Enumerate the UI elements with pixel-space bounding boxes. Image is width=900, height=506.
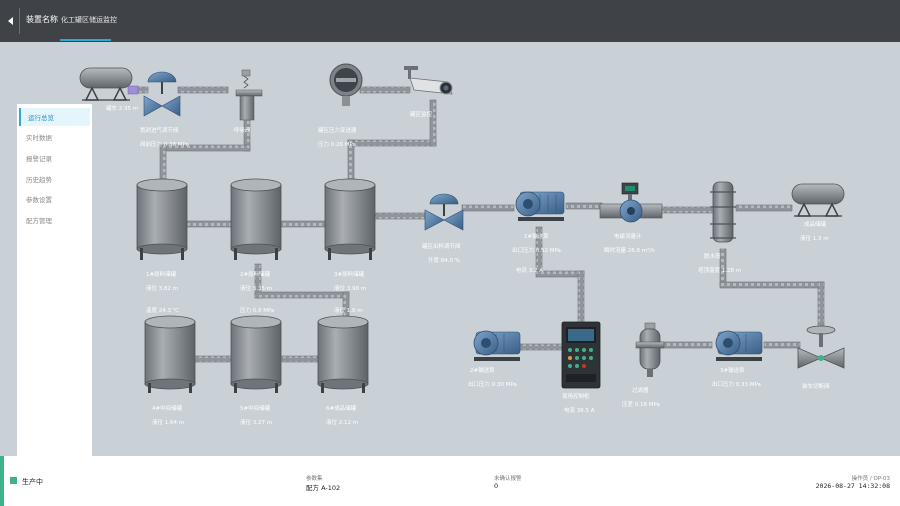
header-bar: 装置名称 化工罐区储运监控 bbox=[0, 0, 900, 42]
pump-2[interactable] bbox=[473, 330, 521, 361]
tank2-name: 2#原料储罐 bbox=[240, 272, 271, 278]
tank-3[interactable] bbox=[324, 178, 376, 260]
tank3-value: 液位 3.98 m bbox=[334, 286, 367, 292]
breather-name: 呼吸阀 bbox=[234, 128, 251, 134]
valve2-value: 开度 84.0 % bbox=[428, 258, 460, 264]
sidebar-item-alarms[interactable]: 报警记录 bbox=[26, 155, 52, 163]
sidebar-item-trends[interactable]: 历史趋势 bbox=[26, 176, 52, 184]
pump3-value: 出口压力 0.33 MPa bbox=[712, 382, 761, 388]
tank6-name: 6#成品储罐 bbox=[326, 406, 357, 412]
tank2-value: 液位 3.35 m bbox=[240, 286, 273, 292]
pressure-meter[interactable] bbox=[329, 63, 363, 106]
recipe-value: 配方 A-102 bbox=[306, 484, 341, 492]
mid-reading-1: 温度 24.3 ℃ bbox=[146, 308, 179, 314]
flowmeter-name: 电磁流量计 bbox=[614, 234, 642, 240]
recipe-label: 参数集 bbox=[306, 476, 323, 482]
back-button[interactable] bbox=[0, 0, 20, 42]
status-accent bbox=[0, 456, 4, 506]
tank-2[interactable] bbox=[230, 178, 282, 260]
pump-1[interactable] bbox=[515, 191, 565, 221]
panel-name: 现场控制柜 bbox=[562, 394, 590, 400]
device-value[interactable]: 化工罐区储运监控 bbox=[61, 16, 117, 24]
product-tank[interactable] bbox=[791, 183, 845, 217]
filter[interactable] bbox=[635, 322, 665, 377]
flowmeter[interactable] bbox=[599, 182, 663, 223]
device-label: 装置名称 bbox=[26, 15, 58, 24]
inlet-valve-name: 氮封进气调节阀 bbox=[140, 128, 179, 134]
operator-info: 操作员 / OP-03 bbox=[851, 476, 890, 482]
tank4-value: 液位 1.64 m bbox=[152, 420, 185, 426]
meter-value: 压力 0.26 MPa bbox=[318, 142, 356, 148]
tank3-name: 3#原料储罐 bbox=[334, 272, 365, 278]
filter-value: 压差 0.18 MPa bbox=[622, 402, 660, 408]
clock: 2026-08-27 14:32:08 bbox=[815, 482, 890, 490]
tank-5[interactable] bbox=[230, 315, 282, 393]
meter-name: 罐区压力变送器 bbox=[318, 128, 357, 134]
inlet-valve[interactable] bbox=[143, 71, 181, 117]
sidebar-item-overview[interactable]: 运行总览 bbox=[19, 108, 90, 126]
mid-reading-3: 液位 1.8 m bbox=[334, 308, 363, 314]
outlet-valve[interactable] bbox=[424, 193, 464, 231]
column-name: 脱水塔 bbox=[704, 254, 721, 260]
production-status: 生产中 bbox=[22, 478, 43, 486]
product-tank-value: 液位 1.3 m bbox=[800, 236, 829, 242]
tank1-name: 1#原料储罐 bbox=[146, 272, 177, 278]
chevron-left-icon bbox=[7, 17, 13, 25]
shutoff-valve[interactable] bbox=[797, 325, 845, 369]
column-value: 塔顶温度 1.28 m bbox=[698, 268, 742, 274]
pump1-name: 1#输送泵 bbox=[524, 234, 549, 240]
pump-3[interactable] bbox=[715, 330, 763, 361]
status-bar: 生产中 参数集 配方 A-102 未确认报警 0 操作员 / OP-03 202… bbox=[0, 456, 900, 506]
sidebar-nav: 运行总览 实时数据 报警记录 历史趋势 参数设置 配方管理 bbox=[17, 104, 92, 456]
sidebar-item-settings[interactable]: 参数设置 bbox=[26, 196, 52, 204]
dehydration-column[interactable] bbox=[710, 181, 736, 243]
sidebar-item-realtime[interactable]: 实时数据 bbox=[26, 134, 52, 142]
panel-value: 电流 36.5 A bbox=[564, 408, 595, 414]
pump2-name: 2#输送泵 bbox=[470, 368, 495, 374]
tank1-value: 液位 3.82 m bbox=[146, 286, 179, 292]
alarm-label: 未确认报警 bbox=[494, 476, 522, 482]
tank-4[interactable] bbox=[144, 315, 196, 393]
pump2-value: 出口压力 0.30 MPa bbox=[468, 382, 517, 388]
alarm-count[interactable]: 0 bbox=[494, 482, 499, 490]
tank5-name: 5#中间储罐 bbox=[240, 406, 271, 412]
pump1-value: 出口压力 0.52 MPa bbox=[512, 248, 561, 254]
pump3-name: 3#输送泵 bbox=[720, 368, 745, 374]
camera-name: 罐区监控 bbox=[410, 112, 433, 118]
mid-reading-2: 压力 0.8 MPa bbox=[240, 308, 275, 314]
tank4-name: 4#中间储罐 bbox=[152, 406, 183, 412]
pump1-value-2: 电流 3.2 A bbox=[516, 268, 544, 274]
breather-valve[interactable] bbox=[235, 69, 263, 121]
active-tab-underline bbox=[60, 39, 111, 41]
camera-icon[interactable] bbox=[404, 66, 453, 95]
tank6-value: 液位 2.12 m bbox=[326, 420, 359, 426]
tank-6[interactable] bbox=[317, 315, 369, 393]
tanker-label: 罐车 2.35 m bbox=[106, 106, 139, 112]
valve2-name: 罐区出料调节阀 bbox=[422, 244, 461, 250]
product-tank-name: 成品储罐 bbox=[804, 222, 827, 228]
gate-valve-name: 装车切断阀 bbox=[802, 384, 830, 390]
header-divider bbox=[19, 8, 20, 34]
tank5-value: 液位 3.27 m bbox=[240, 420, 273, 426]
filter-name: 过滤器 bbox=[632, 388, 649, 394]
tanker[interactable] bbox=[79, 67, 133, 101]
tank-1[interactable] bbox=[136, 178, 188, 260]
running-status-icon bbox=[10, 477, 17, 484]
process-diagram: 罐车 2.35 m 氮封进气调节阀 阀前压力 0.38 MPa 呼吸阀 罐区压力… bbox=[0, 42, 900, 456]
control-cabinet[interactable] bbox=[561, 321, 601, 389]
flowmeter-value: 瞬时流量 26.8 m³/h bbox=[604, 248, 655, 254]
inlet-valve-value: 阀前压力 0.38 MPa bbox=[140, 142, 189, 148]
sidebar-item-recipes[interactable]: 配方管理 bbox=[26, 217, 52, 225]
